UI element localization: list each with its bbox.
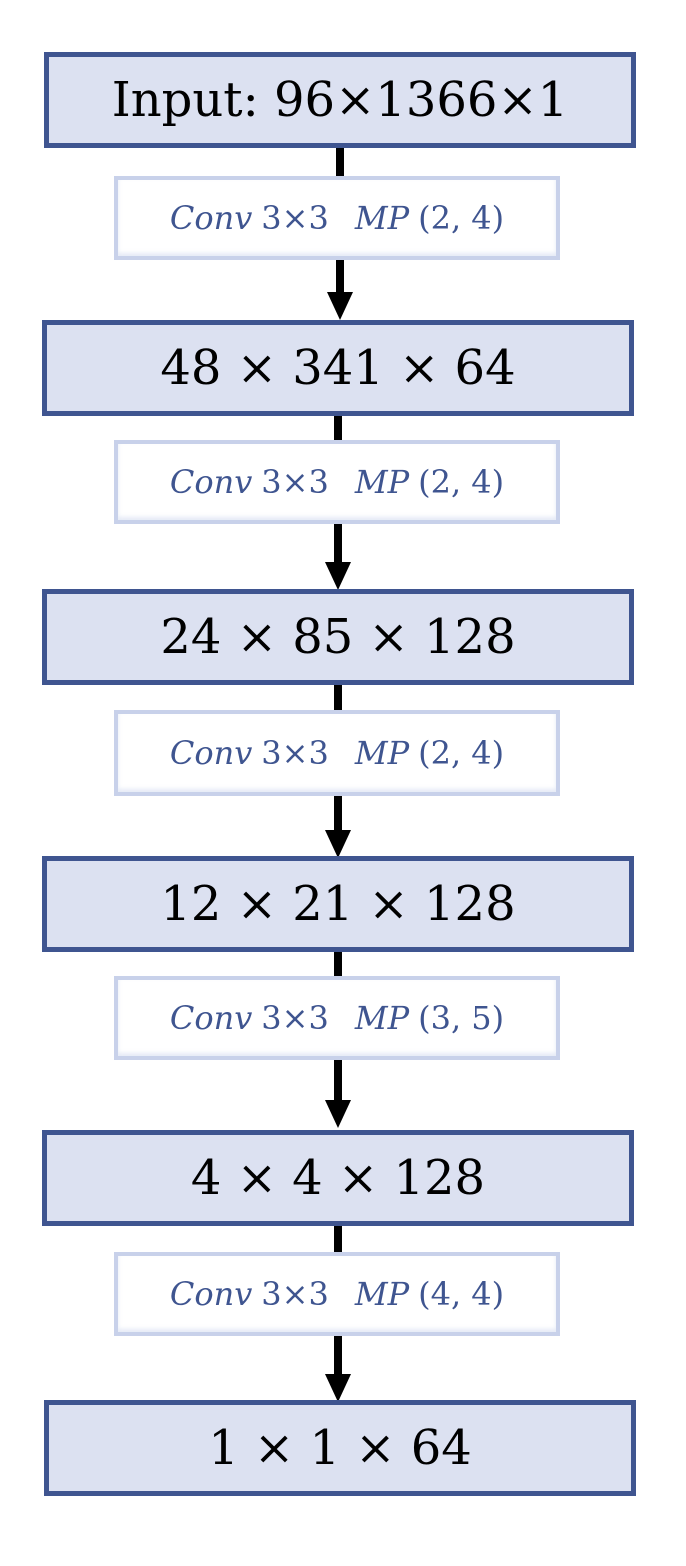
layer-4-shape-label: 4 × 4 × 128 (190, 1150, 486, 1206)
output-shape-box: 1 × 1 × 64 (44, 1400, 636, 1496)
kernel-text: 3×3 (261, 734, 329, 772)
conv-text: Conv (169, 463, 253, 501)
kernel-text: 3×3 (261, 999, 329, 1037)
output-shape-label: 1 × 1 × 64 (208, 1420, 472, 1476)
layer-2-shape-label: 24 × 85 × 128 (160, 609, 516, 665)
connector-1 (327, 146, 353, 320)
maxpool-text: MP (354, 463, 410, 501)
kernel-text: 3×3 (261, 1275, 329, 1313)
maxpool-text: MP (354, 199, 410, 237)
input-shape-box: Input: 96×1366×1 (44, 52, 636, 148)
arrowhead-2 (325, 562, 351, 590)
arrowhead-5 (325, 1374, 351, 1402)
kernel-text: 3×3 (261, 199, 329, 237)
connector-5 (325, 1224, 351, 1402)
operation-label-5: Conv 3×3 MP (4, 4) (114, 1252, 560, 1336)
layer-1-shape-label: 48 × 341 × 64 (160, 340, 516, 396)
conv-text: Conv (169, 199, 253, 237)
input-shape-label: Input: 96×1366×1 (111, 72, 569, 128)
maxpool-text: MP (354, 999, 410, 1037)
maxpool-text: MP (354, 1275, 410, 1313)
conv-text: Conv (169, 999, 253, 1037)
maxpool-text: MP (354, 734, 410, 772)
layer-3-shape-box: 12 × 21 × 128 (42, 856, 634, 952)
pool-size-text: (4, 4) (418, 1275, 505, 1313)
layer-4-shape-box: 4 × 4 × 128 (42, 1130, 634, 1226)
arrowhead-1 (327, 292, 353, 320)
conv-text: Conv (169, 734, 253, 772)
arrowhead-3 (325, 830, 351, 858)
connector-4 (325, 950, 351, 1128)
operation-label-4: Conv 3×3 MP (3, 5) (114, 976, 560, 1060)
kernel-text: 3×3 (261, 463, 329, 501)
connector-2 (325, 414, 351, 590)
operation-label-3: Conv 3×3 MP (2, 4) (114, 710, 560, 796)
pool-size-text: (2, 4) (418, 734, 505, 772)
layer-2-shape-box: 24 × 85 × 128 (42, 589, 634, 685)
operation-label-1: Conv 3×3 MP (2, 4) (114, 176, 560, 260)
arrowhead-4 (325, 1100, 351, 1128)
conv-text: Conv (169, 1275, 253, 1313)
connector-3 (325, 684, 351, 858)
pool-size-text: (2, 4) (418, 199, 505, 237)
pool-size-text: (3, 5) (418, 999, 505, 1037)
operation-label-2: Conv 3×3 MP (2, 4) (114, 440, 560, 524)
pool-size-text: (2, 4) (418, 463, 505, 501)
layer-3-shape-label: 12 × 21 × 128 (160, 876, 516, 932)
layer-1-shape-box: 48 × 341 × 64 (42, 320, 634, 416)
